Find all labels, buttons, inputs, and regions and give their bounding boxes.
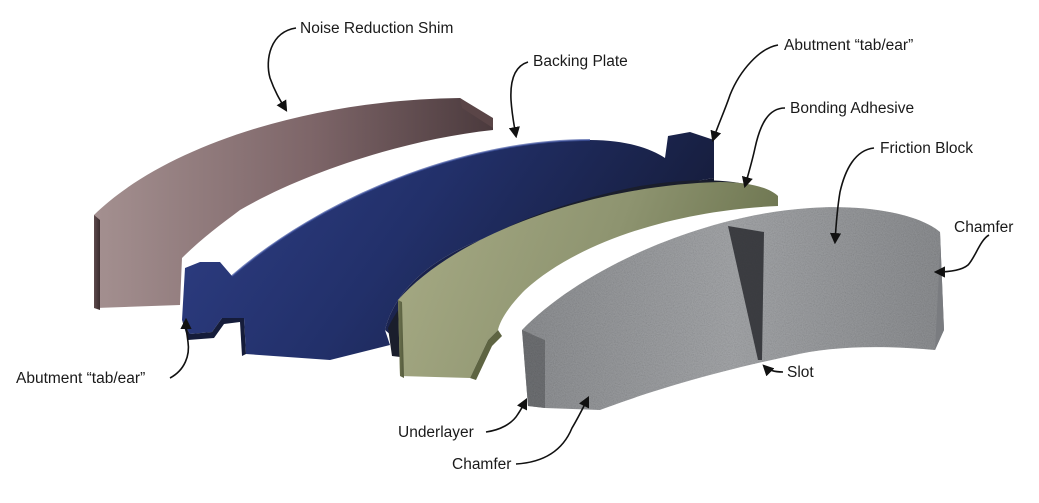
- label-noise-reduction-shim: Noise Reduction Shim: [300, 20, 453, 37]
- label-chamfer-right: Chamfer: [954, 219, 1013, 236]
- label-backing-plate: Backing Plate: [533, 53, 628, 70]
- leader-underlayer: [485, 397, 528, 433]
- label-abutment-left: Abutment “tab/ear”: [16, 370, 145, 387]
- label-chamfer-bottom: Chamfer: [452, 456, 511, 473]
- leader-chamfer-bottom: [515, 395, 590, 465]
- leader-lines: [169, 27, 990, 465]
- slot-groove: [728, 226, 764, 360]
- leader-abutment-left: [169, 317, 192, 379]
- leader-abutment-top: [710, 44, 779, 143]
- leader-noise-shim: [267, 27, 297, 112]
- label-bonding-adhesive: Bonding Adhesive: [790, 100, 914, 117]
- noise-reduction-shim: [94, 98, 493, 310]
- label-abutment-top: Abutment “tab/ear”: [784, 37, 913, 54]
- bonding-adhesive-layer: [398, 182, 778, 380]
- leader-friction-block: [829, 147, 875, 245]
- leader-backing-plate: [508, 61, 529, 139]
- friction-block: [522, 207, 944, 410]
- label-slot: Slot: [787, 364, 814, 381]
- label-friction-block: Friction Block: [880, 140, 973, 157]
- label-underlayer: Underlayer: [398, 424, 474, 441]
- leader-bonding-adhesive: [741, 107, 786, 189]
- leader-chamfer-right: [933, 234, 990, 278]
- leader-slot: [762, 364, 784, 377]
- labels: Noise Reduction Shim Backing Plate Abutm…: [16, 20, 1013, 473]
